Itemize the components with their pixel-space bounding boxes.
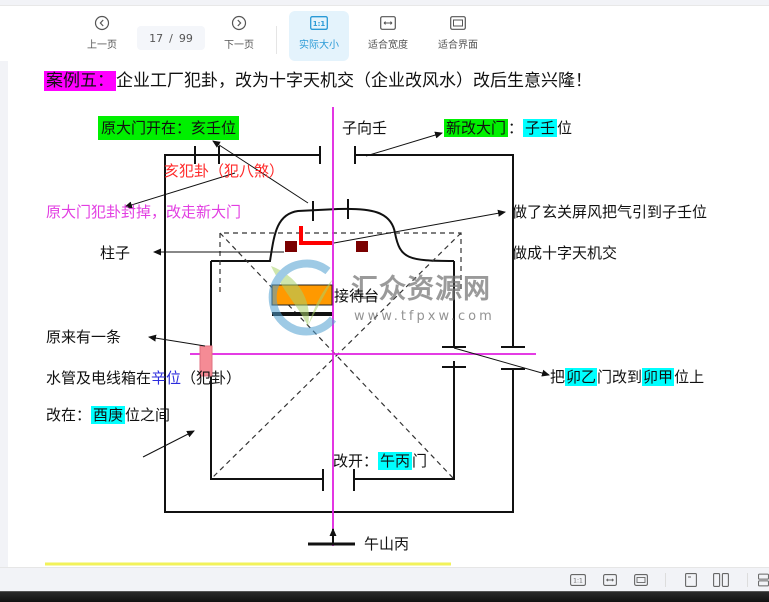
os-taskbar <box>0 591 769 602</box>
page-title: 案例五：企业工厂犯卦，改为十字天机交（企业改风水）改后生意兴隆！ <box>44 68 592 94</box>
diagonal-lines <box>210 232 462 480</box>
fit-page-label: 适合界面 <box>438 40 478 51</box>
fit-page-icon <box>450 12 466 34</box>
document-page: 汇众资源网 www.tfpxw.com 案例五：企业工厂犯卦，改为十字天机交（企… <box>8 61 769 567</box>
double-page-icon <box>713 573 729 587</box>
inner-room <box>210 199 466 491</box>
pillar-left <box>285 241 297 252</box>
actual-size-button[interactable]: 1:1 实际大小 <box>289 11 349 61</box>
pipe-label-line1: 原来有一条 <box>46 328 122 346</box>
cross-label: 做成十字天机交 <box>512 244 618 262</box>
toolbar-divider <box>276 26 277 54</box>
watermark-url: www.tfpxw.com <box>354 309 495 324</box>
bottom-fit-page-button[interactable] <box>632 572 650 588</box>
svg-text:1:1: 1:1 <box>573 578 583 585</box>
old-door-label: 原大门开在：亥壬位 <box>98 116 240 140</box>
fit-width-button[interactable]: 适合宽度 <box>363 12 413 58</box>
moved-label: 改在：酉庚位之间 <box>46 406 171 424</box>
single-page-icon <box>685 573 697 587</box>
pillar-right <box>356 241 368 252</box>
screen-label: 做了玄关屏风把气引到子壬位 <box>512 203 708 221</box>
chevron-right-circle-icon <box>231 12 247 34</box>
pillar-label: 柱子 <box>100 244 131 262</box>
fit-page-button[interactable]: 适合界面 <box>432 12 484 58</box>
bottom-divider <box>665 573 666 587</box>
title-prefix: 案例五： <box>44 71 116 91</box>
fit-width-icon <box>380 12 396 34</box>
mao-door-label: 把卯乙门改到卯甲位上 <box>550 368 705 386</box>
bottom-fit-width-button[interactable] <box>601 572 619 588</box>
svg-text:1:1: 1:1 <box>313 20 326 28</box>
floor-plan-diagram <box>45 107 550 566</box>
fit-width-icon <box>603 574 617 586</box>
title-text: 企业工厂犯卦，改为十字天机交（企业改风水）改后生意兴隆！ <box>116 71 592 91</box>
actual-size-label: 实际大小 <box>299 40 339 51</box>
top-toolbar: 上一页 17 / 99 下一页 1:1 实际大小 适合宽度 适合界面 <box>0 5 769 61</box>
next-page-button[interactable]: 下一页 <box>218 12 260 58</box>
actual-size-icon: 1:1 <box>570 574 586 586</box>
prev-page-button[interactable]: 上一页 <box>82 12 122 58</box>
fit-width-label: 适合宽度 <box>368 40 408 51</box>
fit-page-icon <box>634 574 648 586</box>
bottom-divider-2 <box>747 573 748 587</box>
facing-direction-label: 午山丙 <box>364 535 410 553</box>
old-door-sealed-label: 原大门犯卦封掉，改走新大门 <box>46 203 242 221</box>
screen-marker <box>299 226 332 245</box>
outer-wall <box>164 146 525 513</box>
watermark-name: 汇众资源网 <box>351 274 491 305</box>
bottom-actual-size-button[interactable]: 1:1 <box>569 572 587 588</box>
prev-page-label: 上一页 <box>87 40 117 51</box>
chevron-left-circle-icon <box>94 12 110 34</box>
facing-label: 子向壬 <box>342 119 388 137</box>
actual-size-icon: 1:1 <box>310 12 328 34</box>
open-door-label: 改开：午丙门 <box>333 452 428 470</box>
pipe-box <box>199 345 213 377</box>
single-page-button[interactable] <box>682 572 700 588</box>
page-separator: / <box>169 31 173 45</box>
hai-fan-gua-label: 亥犯卦（犯八煞） <box>164 162 285 180</box>
continuous-page-icon <box>758 573 769 587</box>
page-indicator[interactable]: 17 / 99 <box>137 26 205 50</box>
current-page-input[interactable]: 17 <box>149 31 164 45</box>
next-page-label: 下一页 <box>224 40 254 51</box>
double-page-button[interactable] <box>712 572 730 588</box>
reception-label: 接待台 <box>334 287 380 305</box>
bottom-toolbar: 1:1 <box>0 567 769 591</box>
total-pages: 99 <box>178 31 193 45</box>
continuous-page-button[interactable] <box>758 572 769 588</box>
watermark-logo <box>268 259 337 336</box>
new-door-label: 新改大门：子壬位 <box>444 119 573 137</box>
pipe-label-line2: 水管及电线箱在辛位（犯卦） <box>46 369 242 387</box>
